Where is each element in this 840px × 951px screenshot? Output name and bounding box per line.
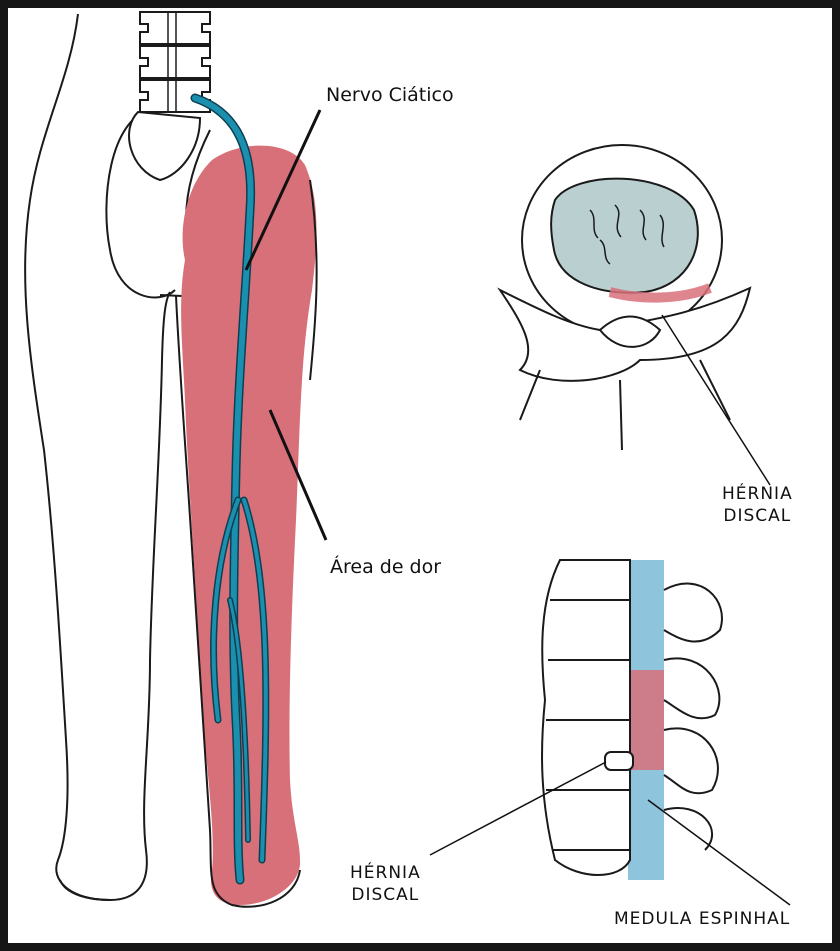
- frame-border: [4, 4, 836, 947]
- pain-area-label: Área de dor: [330, 556, 441, 578]
- herniated-disc-bottom-line1: HÉRNIA: [350, 862, 421, 884]
- herniated-disc-top-line2: DISCAL: [722, 505, 793, 527]
- herniated-disc-bottom-label: HÉRNIA DISCAL: [350, 862, 421, 906]
- herniated-disc-top-label: HÉRNIA DISCAL: [722, 483, 793, 527]
- herniated-disc-top-line1: HÉRNIA: [722, 483, 793, 505]
- spinal-cord-label: MEDULA ESPINHAL: [614, 909, 790, 929]
- sciatic-nerve-label: Nervo Ciático: [326, 84, 454, 106]
- herniated-disc-bottom-line2: DISCAL: [350, 884, 421, 906]
